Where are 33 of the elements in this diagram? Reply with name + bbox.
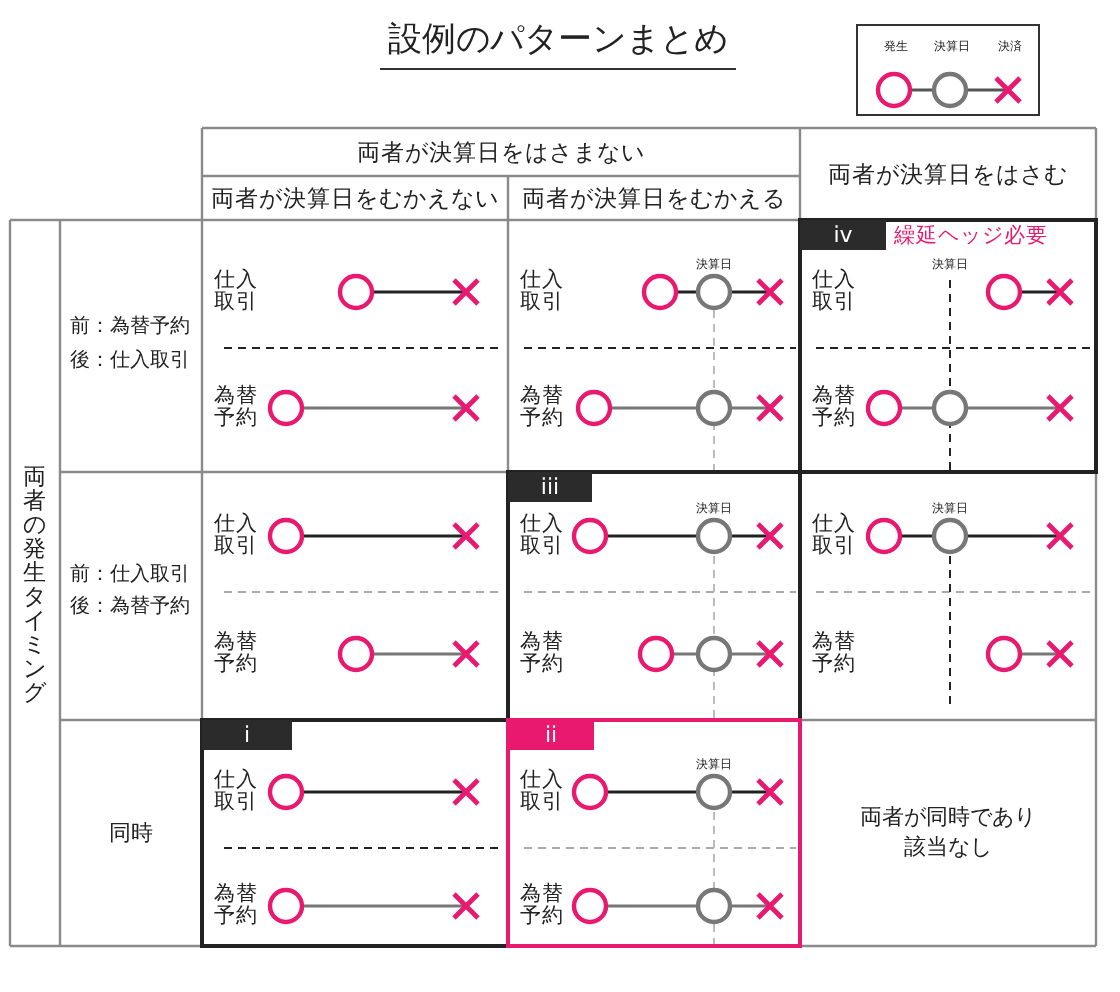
order-note: 前：仕入取引 bbox=[70, 561, 192, 588]
transaction-label: 仕入取引 bbox=[214, 514, 260, 558]
warning-text: 繰延ヘッジ必要 bbox=[892, 221, 1050, 250]
transaction-label: 為替予約 bbox=[520, 884, 566, 928]
transaction-label: 仕入取引 bbox=[214, 770, 260, 814]
order-note: 後：為替予約 bbox=[70, 593, 192, 620]
order-note: 後：仕入取引 bbox=[70, 347, 192, 374]
column-header: 両者が決算日をむかえない bbox=[209, 181, 501, 215]
transaction-label: 為替予約 bbox=[812, 632, 858, 676]
transaction-label: 為替予約 bbox=[812, 386, 858, 430]
transaction-label: 為替予約 bbox=[214, 386, 260, 430]
transaction-label: 仕入取引 bbox=[812, 270, 858, 314]
pattern-tag: ii bbox=[508, 720, 594, 750]
pattern-tag: iii bbox=[508, 472, 592, 502]
transaction-label: 為替予約 bbox=[214, 884, 260, 928]
transaction-label: 為替予約 bbox=[520, 386, 566, 430]
column-header: 両者が決算日をはさむ bbox=[826, 157, 1070, 191]
column-header: 両者が決算日をむかえる bbox=[520, 181, 788, 215]
transaction-label: 仕入取引 bbox=[520, 770, 566, 814]
note-text: 両者が同時であり該当なし bbox=[858, 802, 1038, 864]
row-header: 同時 bbox=[107, 818, 155, 850]
transaction-label: 仕入取引 bbox=[812, 514, 858, 558]
pattern-tag: iv bbox=[800, 220, 886, 250]
pattern-tag: i bbox=[202, 720, 292, 750]
transaction-label: 仕入取引 bbox=[214, 270, 260, 314]
order-note: 前：為替予約 bbox=[70, 313, 192, 340]
column-header: 両者が決算日をはさまない bbox=[355, 135, 647, 169]
row-header: 両者の発生タイミング bbox=[22, 464, 48, 708]
transaction-label: 仕入取引 bbox=[520, 270, 566, 314]
transaction-label: 為替予約 bbox=[520, 632, 566, 676]
title: 設例のパターンまとめ bbox=[380, 16, 736, 70]
transaction-label: 為替予約 bbox=[214, 632, 260, 676]
transaction-label: 仕入取引 bbox=[520, 514, 566, 558]
